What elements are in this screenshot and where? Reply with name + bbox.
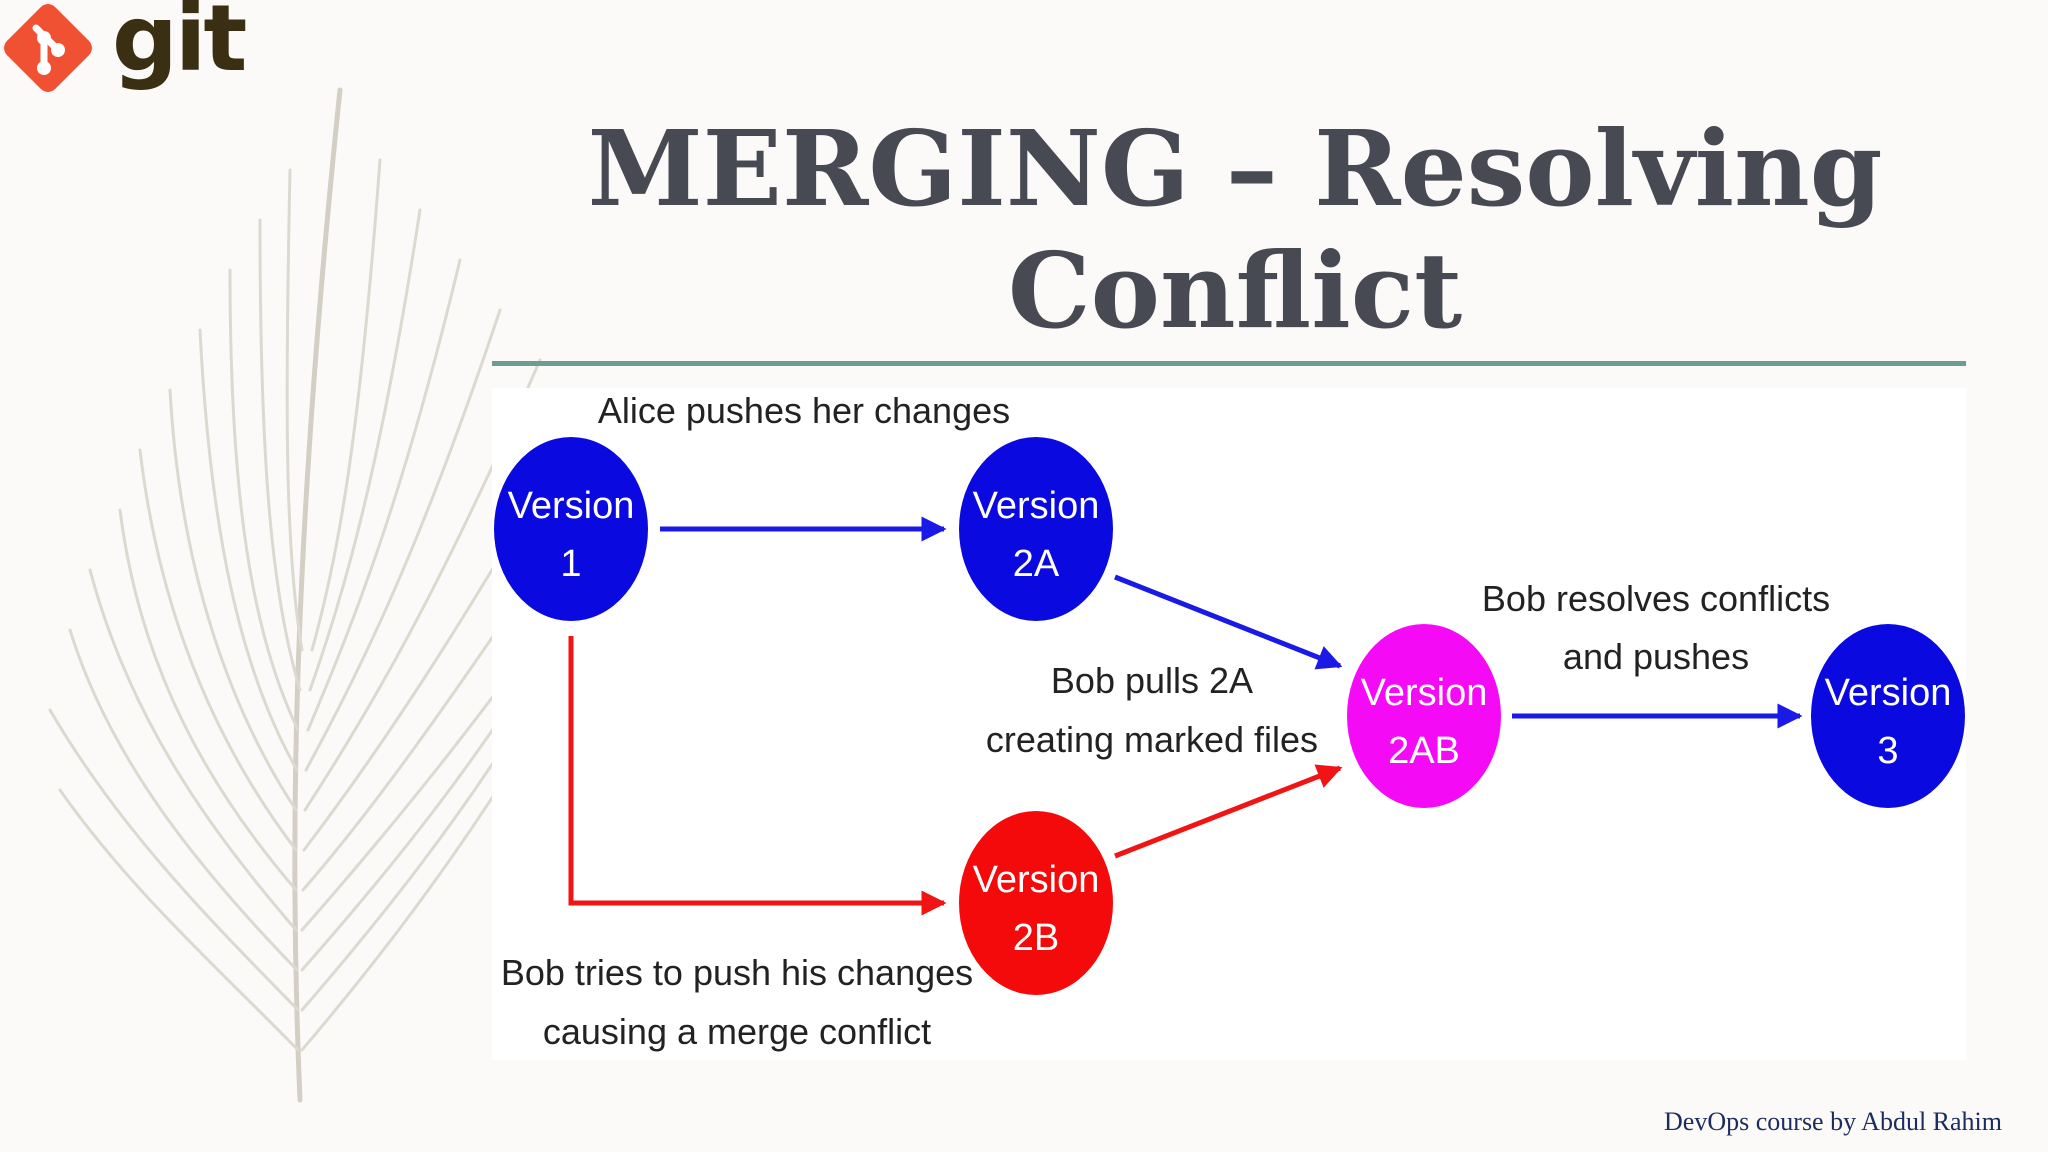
node-circle bbox=[1811, 624, 1965, 808]
title-line-1: MERGING – Resolving bbox=[587, 107, 1883, 230]
caption-bob-tries-line2: causing a merge conflict bbox=[543, 1011, 931, 1052]
git-logo-text: git bbox=[112, 0, 247, 92]
title-line-2: Conflict bbox=[1007, 229, 1463, 352]
caption-bob-pulls-line2: creating marked files bbox=[986, 719, 1318, 760]
node-version-1: Version 1 bbox=[494, 437, 648, 621]
node-label-line1: Version bbox=[973, 859, 1100, 901]
caption-bob-resolves-line2: and pushes bbox=[1563, 636, 1749, 677]
git-logo: git bbox=[0, 0, 247, 100]
node-label-line1: Version bbox=[1825, 672, 1952, 714]
git-logo-icon bbox=[4, 4, 92, 92]
node-circle bbox=[494, 437, 648, 621]
caption-bob-tries-line1: Bob tries to push his changes bbox=[501, 952, 973, 993]
slide-title: MERGING – Resolving Conflict bbox=[560, 108, 1910, 352]
footer-credit: DevOps course by Abdul Rahim bbox=[1664, 1107, 2002, 1136]
node-version-2ab: Version 2AB bbox=[1347, 624, 1501, 808]
node-label-line2: 2AB bbox=[1388, 730, 1460, 772]
caption-alice-pushes: Alice pushes her changes bbox=[598, 390, 1010, 431]
node-label-line1: Version bbox=[973, 485, 1100, 527]
node-label-line1: Version bbox=[1361, 672, 1488, 714]
node-label-line1: Version bbox=[508, 485, 635, 527]
node-label-line2: 3 bbox=[1877, 730, 1898, 772]
caption-bob-pulls-line1: Bob pulls 2A bbox=[1051, 660, 1253, 701]
edge-v2b-v2ab bbox=[1114, 764, 1343, 859]
node-circle bbox=[1347, 624, 1501, 808]
node-label-line2: 1 bbox=[560, 543, 581, 585]
node-circle bbox=[959, 437, 1113, 621]
node-version-2a: Version 2A bbox=[959, 437, 1113, 621]
caption-bob-resolves-line1: Bob resolves conflicts bbox=[1482, 578, 1830, 619]
node-label-line2: 2B bbox=[1013, 917, 1059, 959]
title-divider bbox=[492, 361, 1966, 366]
edge-v1-v2b bbox=[568, 636, 947, 916]
diagram-panel bbox=[492, 388, 1966, 1060]
node-version-2b: Version 2B bbox=[959, 811, 1113, 995]
edge-v2a-v2ab bbox=[1114, 574, 1343, 670]
node-circle bbox=[959, 811, 1113, 995]
node-label-line2: 2A bbox=[1013, 543, 1060, 585]
node-version-3: Version 3 bbox=[1811, 624, 1965, 808]
